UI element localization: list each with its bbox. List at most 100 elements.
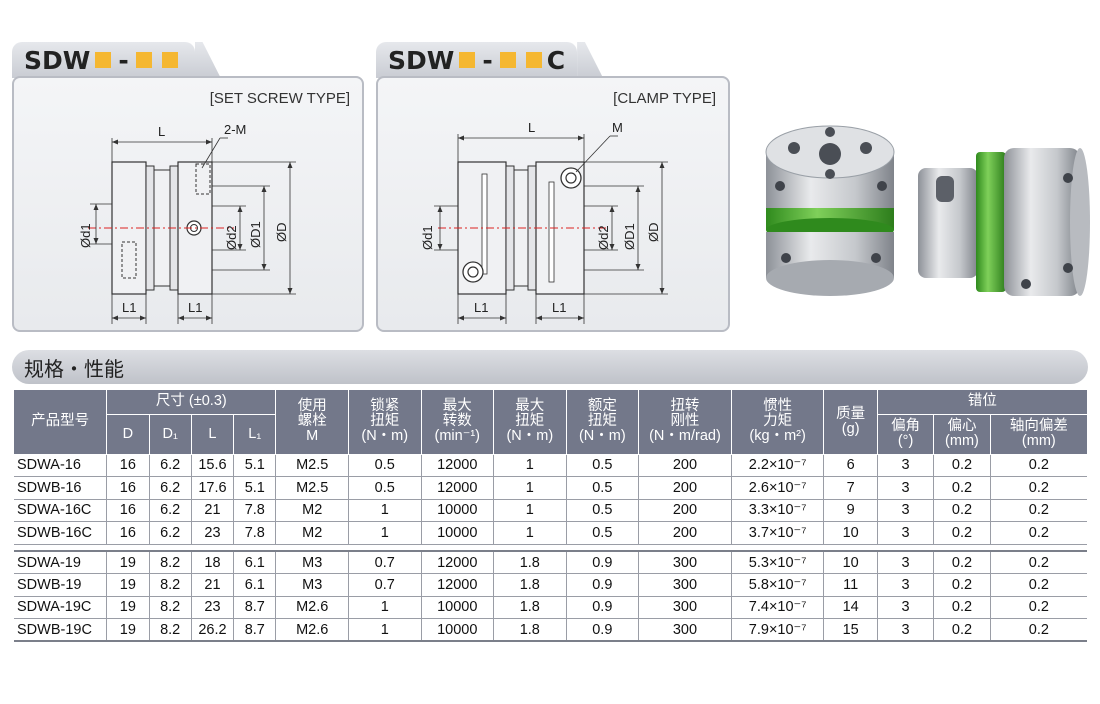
value-cell: 3 [877, 573, 935, 597]
separator-cell [566, 544, 639, 552]
value-cell: 1 [348, 596, 422, 619]
value-cell: 15 [823, 618, 878, 642]
value-cell: 6 [823, 454, 878, 477]
value-cell: 16 [106, 454, 150, 477]
value-cell: 7.8 [233, 499, 277, 522]
value-cell: 10000 [421, 618, 495, 642]
value-cell: 0.9 [566, 551, 640, 574]
dim-D: ØD [646, 223, 661, 243]
model-dash: - [118, 45, 129, 75]
value-cell: 1 [493, 454, 567, 477]
value-cell: 6.2 [149, 499, 192, 522]
dim-D1: ØD1 [622, 223, 637, 250]
col-stiffness: 扭转刚性(N・m/rad) [638, 390, 732, 455]
dim-d2: Ød2 [596, 225, 611, 250]
value-cell: 9 [823, 499, 878, 522]
col-mass: 质量(g) [823, 390, 878, 455]
value-cell: 19 [106, 618, 150, 642]
value-cell: 17.6 [191, 476, 235, 500]
type-label: [SET SCREW TYPE] [209, 90, 350, 107]
separator-cell [233, 544, 276, 552]
placeholder-square [161, 52, 178, 68]
value-cell: 12000 [421, 454, 495, 477]
separator-cell [990, 544, 1087, 552]
dim-d1: Ød1 [78, 223, 93, 248]
dim-D1: ØD1 [248, 221, 263, 248]
value-cell: 19 [106, 551, 150, 574]
value-cell: 10 [823, 521, 878, 545]
value-cell: 11 [823, 573, 878, 597]
col-L: L [191, 414, 235, 455]
value-cell: 10000 [421, 521, 495, 545]
value-cell: 8.2 [149, 573, 192, 597]
value-cell: 12000 [421, 476, 495, 500]
value-cell: 3 [877, 618, 935, 642]
value-cell: 200 [638, 521, 732, 545]
card-tab-sdw: SDW - [12, 42, 195, 78]
model-cell: SDWB-16C [14, 521, 108, 545]
dim-L1-right: L1 [552, 300, 566, 315]
model-cell: SDWA-16 [14, 454, 108, 477]
coupling-product-photo [765, 125, 1090, 296]
placeholder-square [135, 52, 152, 68]
col-misalignment: 错位 [877, 390, 1087, 415]
value-cell: M3 [275, 551, 349, 574]
separator-cell [348, 544, 421, 552]
value-cell: 26.2 [191, 618, 235, 642]
value-cell: 3.7×10⁻⁷ [731, 521, 825, 545]
value-cell: 1.8 [493, 618, 567, 642]
placeholder-square [459, 52, 476, 68]
col-speed: 最大转数(min⁻¹) [421, 390, 495, 455]
value-cell: M2.5 [275, 476, 349, 500]
value-cell: 10000 [421, 596, 495, 619]
dim-L1-left: L1 [474, 300, 488, 315]
value-cell: 0.2 [933, 476, 991, 500]
value-cell: 0.2 [933, 499, 991, 522]
separator-cell [877, 544, 934, 552]
value-cell: 0.2 [990, 476, 1087, 500]
value-cell: 0.2 [990, 499, 1087, 522]
value-cell: 0.2 [933, 454, 991, 477]
value-cell: 200 [638, 476, 732, 500]
value-cell: 0.5 [566, 521, 640, 545]
value-cell: 8.7 [233, 596, 277, 619]
dim-L1-right: L1 [188, 300, 202, 315]
value-cell: 7.9×10⁻⁷ [731, 618, 825, 642]
value-cell: 21 [191, 573, 235, 597]
clamp-technical-drawing: L M Ød1 Ød2 [420, 120, 668, 324]
placeholder-square [499, 52, 516, 68]
value-cell: 6.2 [149, 454, 192, 477]
section-title: 规格・性能 [24, 356, 124, 381]
value-cell: 21 [191, 499, 235, 522]
col-torque-lock: 锁紧扭矩(N・m) [348, 390, 422, 455]
value-cell: 3 [877, 551, 935, 574]
drawing-panel: [SET SCREW TYPE] [12, 76, 364, 332]
type-label: [CLAMP TYPE] [613, 90, 716, 107]
value-cell: 14 [823, 596, 878, 619]
value-cell: 3 [877, 596, 935, 619]
value-cell: 1 [493, 499, 567, 522]
value-cell: 10000 [421, 499, 495, 522]
value-cell: 1 [348, 499, 422, 522]
value-cell: 0.2 [933, 573, 991, 597]
value-cell: 6.2 [149, 521, 192, 545]
value-cell: 7 [823, 476, 878, 500]
value-cell: 300 [638, 596, 732, 619]
value-cell: 1 [348, 521, 422, 545]
value-cell: 7.8 [233, 521, 277, 545]
value-cell: 0.2 [933, 521, 991, 545]
value-cell: 0.2 [990, 618, 1087, 642]
value-cell: 0.9 [566, 596, 640, 619]
value-cell: 0.2 [990, 596, 1087, 619]
value-cell: 3 [877, 476, 935, 500]
value-cell: 0.5 [348, 454, 422, 477]
col-offset: 偏心(mm) [933, 414, 991, 455]
value-cell: 0.2 [933, 551, 991, 574]
